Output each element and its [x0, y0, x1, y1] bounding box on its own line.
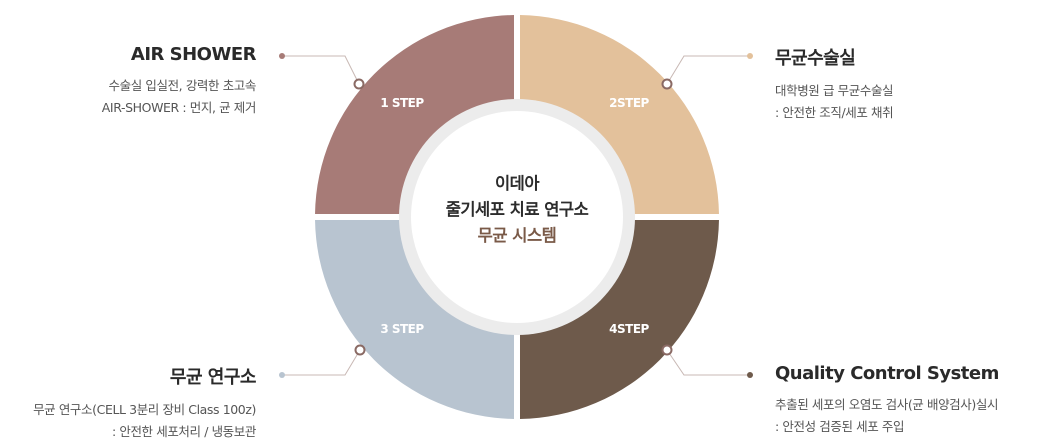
connector-air-shower [282, 55, 360, 85]
sterile-or-desc-1: 대학병원 급 무균수술실 [775, 83, 894, 98]
connector-dot-qc-inner [661, 344, 673, 356]
step-2-segment [519, 15, 719, 215]
sterile-or-block: 무균수술실 대학병원 급 무균수술실 : 안전한 조직/세포 채취 [775, 44, 894, 124]
connector-dot-air-shower-outer [279, 53, 285, 59]
air-shower-desc-1: 수술실 입실전, 강력한 초고속 [108, 78, 257, 93]
connector-dot-qc-outer [747, 372, 753, 378]
connector-dot-sterile-lab-inner [354, 344, 366, 356]
step-1-segment [315, 15, 515, 215]
connector-sterile-lab [282, 349, 361, 376]
center-title-line3: 무균 시스템 [477, 226, 557, 245]
center-title-line2: 줄기세포 치료 연구소 [445, 200, 589, 219]
connector-dot-air-shower-inner [353, 78, 365, 90]
step-1-label: 1 STEP [380, 96, 424, 110]
step-4-segment [519, 219, 719, 419]
center-disc [411, 111, 623, 323]
center-title-line1: 이데아 [494, 174, 540, 193]
sterile-or-desc-2: : 안전한 조직/세포 채취 [775, 105, 894, 120]
sterile-lab-block: 무균 연구소 무균 연구소(CELL 3분리 장비 Class 100z) : … [33, 363, 256, 443]
step-3-label: 3 STEP [380, 322, 424, 336]
connector-dot-sterile-or-inner [661, 78, 673, 90]
connector-sterile-or [666, 55, 750, 85]
qc-block: Quality Control System 추출된 세포의 오염도 검사(균 … [775, 363, 999, 438]
qc-desc-1: 추출된 세포의 오염도 검사(균 배양검사)실시 [775, 397, 999, 412]
step-3-segment [315, 219, 515, 419]
sterile-or-title: 무균수술실 [775, 48, 856, 69]
connector-dot-sterile-lab-outer [279, 372, 285, 378]
step-2-label: 2STEP [609, 96, 649, 110]
air-shower-title: AIR SHOWER [130, 44, 257, 65]
sterile-lab-desc-2: : 안전한 세포처리 / 냉동보관 [111, 424, 256, 439]
qc-desc-2: : 안전성 검증된 세포 주입 [775, 419, 905, 434]
step-4-label: 4STEP [609, 322, 649, 336]
connector-qc [666, 349, 750, 376]
connector-dot-sterile-or-outer [747, 53, 753, 59]
air-shower-desc-2: AIR-SHOWER : 먼지, 균 제거 [101, 100, 257, 115]
qc-title: Quality Control System [775, 363, 999, 384]
sterile-lab-title: 무균 연구소 [169, 367, 257, 388]
center-title: 이데아 줄기세포 치료 연구소 무균 시스템 [417, 171, 617, 249]
sterile-lab-desc-1: 무균 연구소(CELL 3분리 장비 Class 100z) [33, 402, 256, 417]
air-shower-block: AIR SHOWER 수술실 입실전, 강력한 초고속 AIR-SHOWER :… [101, 44, 257, 119]
